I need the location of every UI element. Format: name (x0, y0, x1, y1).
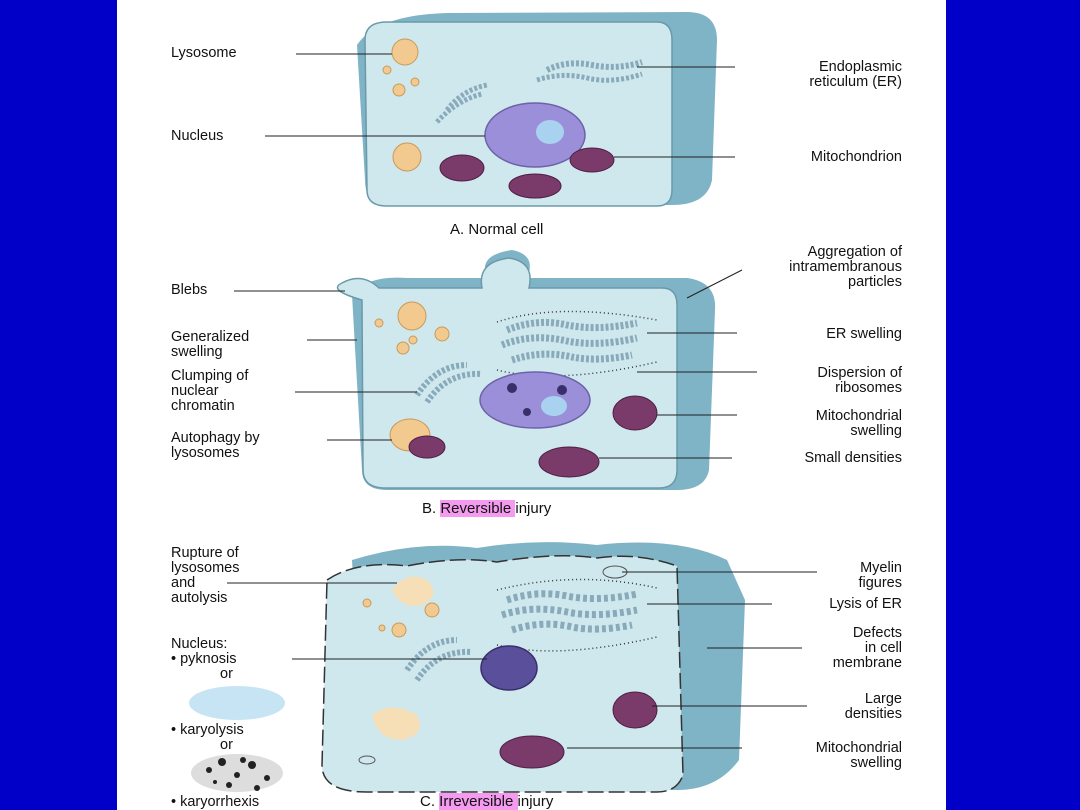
normal-er (545, 59, 643, 73)
reversible-cell-body (336, 257, 678, 489)
normal-lysosome (391, 38, 419, 66)
label-lysis-er: Lysis of ER (829, 596, 902, 612)
label-blebs: Blebs (171, 282, 208, 298)
label-aggregation-particles: Aggregation of intramembranous particles (789, 244, 902, 290)
caption-highlight-irreversible: Irreversible (439, 793, 518, 810)
pyknotic-nucleus (480, 645, 538, 691)
label-endoplasmic-reticulum: Endoplasmic reticulum (ER) (809, 59, 902, 90)
label-autophagy: Autophagy by lysosomes (171, 430, 260, 461)
label-rupture-lysosomes: Rupture of lysosomes and autolysis (171, 545, 240, 606)
caption-normal-cell: A. Normal cell (450, 221, 544, 238)
lysis-er-shape (500, 590, 638, 634)
caption-reversible-injury: B. Reversible injury (422, 500, 551, 517)
reversible-nucleus (479, 371, 591, 429)
cell-injury-illustration (189, 12, 817, 793)
label-karyolysis: • karyolysis (171, 722, 244, 738)
label-nucleus-c: Nucleus: (171, 636, 228, 652)
karyolysis-shape (189, 686, 285, 720)
er-swelling-shape (500, 318, 638, 364)
label-large-densities: Large densities (844, 691, 902, 722)
label-generalized-swelling: Generalized swelling (171, 329, 250, 360)
label-or-1: or (220, 666, 233, 682)
caption-irreversible-injury: C. Irreversible injury (420, 793, 553, 810)
normal-nucleolus (536, 120, 564, 144)
label-myelin-figures: Myelin figures (858, 560, 902, 591)
caption-suffix: injury (515, 500, 552, 517)
caption-prefix: B. (422, 500, 441, 517)
label-dispersion-ribosomes: Dispersion of ribosomes (817, 365, 902, 396)
caption-prefix: C. (420, 793, 440, 810)
caption-suffix: injury (517, 793, 554, 810)
irreversible-injury-cell (189, 542, 817, 793)
ruptured-lysosome (392, 576, 434, 606)
label-mitochondrial-swelling-c: Mitochondrial swelling (815, 740, 902, 771)
normal-nucleus (484, 102, 586, 168)
normal-cell (265, 12, 735, 207)
label-or-2: or (220, 737, 233, 753)
label-karyorrhexis: • karyorrhexis (171, 794, 260, 810)
label-lysosome: Lysosome (171, 45, 237, 61)
label-nucleus: Nucleus (171, 128, 224, 144)
label-er-swelling: ER swelling (826, 326, 902, 342)
label-clumping-chromatin: Clumping of nuclear chromatin (171, 368, 249, 414)
label-mitochondrial-swelling-b: Mitochondrial swelling (815, 408, 902, 439)
normal-mitochondrion (439, 154, 485, 182)
diagram-panel: Lysosome Nucleus Endoplasmic reticulum (… (117, 0, 946, 810)
label-mitochondrion: Mitochondrion (810, 149, 902, 165)
caption-highlight-reversible: Reversible (440, 500, 516, 517)
label-pyknosis: • pyknosis (171, 651, 237, 667)
label-small-densities: Small densities (804, 450, 902, 466)
label-defects-membrane: Defects in cell membrane (832, 625, 902, 671)
reversible-injury-cell (234, 250, 757, 490)
